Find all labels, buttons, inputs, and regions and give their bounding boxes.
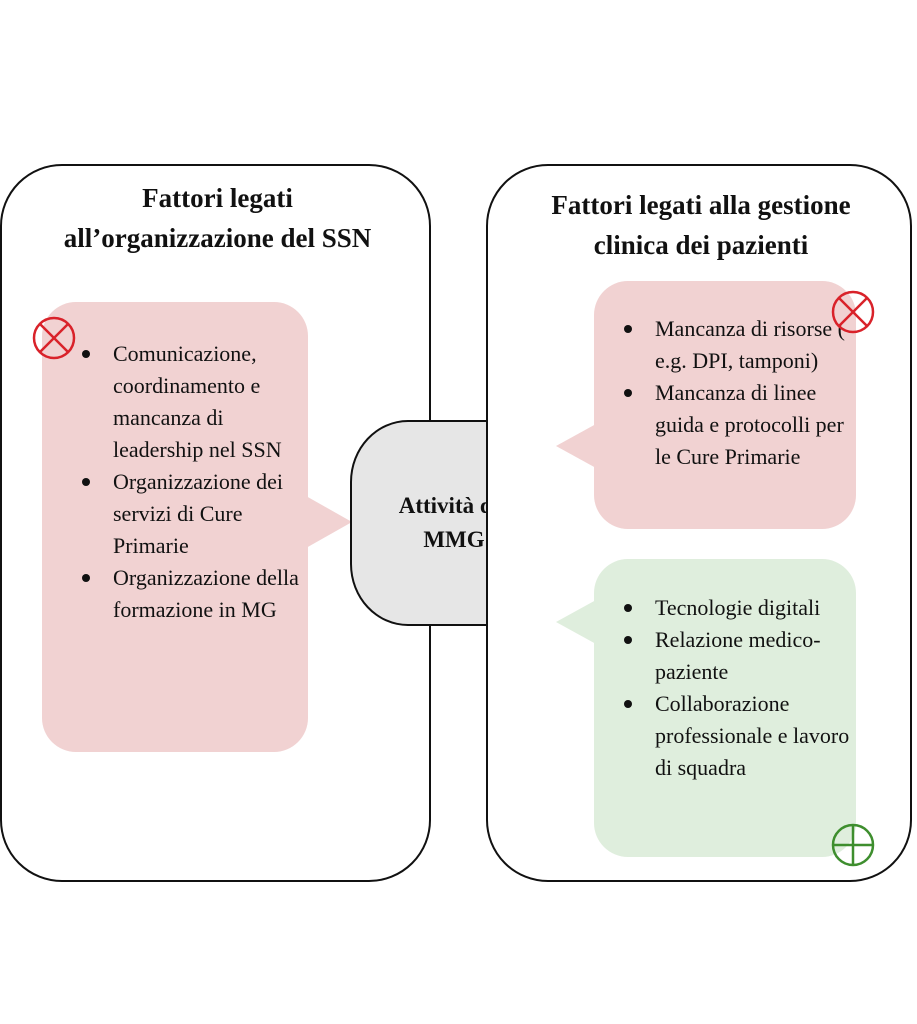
cross-circle-icon [831,290,875,334]
list-item: Relazione medico-paziente [618,624,854,688]
right-positive-list: Tecnologie digitali Relazione medico-paz… [618,592,854,784]
right-negative-bubble-pointer [556,424,596,468]
left-negative-list: Comunicazione, coordinamento e mancanza … [76,338,308,626]
right-negative-bubble [594,281,856,529]
cross-circle-icon [32,316,76,360]
right-negative-list: Mancanza di risorse ( e.g. DPI, tamponi)… [618,313,854,473]
left-bubble-pointer [306,496,352,548]
list-item: Organizzazione della formazione in MG [76,562,308,626]
list-item: Mancanza di risorse ( e.g. DPI, tamponi) [618,313,854,377]
left-negative-bubble [42,302,308,752]
right-positive-bubble-pointer [556,600,596,644]
list-item: Comunicazione, coordinamento e mancanza … [76,338,308,466]
list-item: Tecnologie digitali [618,592,854,624]
right-positive-bubble [594,559,856,857]
list-item: Organizzazione dei servizi di Cure Prima… [76,466,308,562]
list-item: Mancanza di linee guida e protocolli per… [618,377,854,473]
left-panel-title: Fattori legati all’organizzazione del SS… [63,183,372,253]
plus-circle-icon [831,823,875,867]
list-item: Collaborazione professionale e lavoro di… [618,688,854,784]
right-panel-title: Fattori legati alla gestione clinica dei… [551,190,851,260]
